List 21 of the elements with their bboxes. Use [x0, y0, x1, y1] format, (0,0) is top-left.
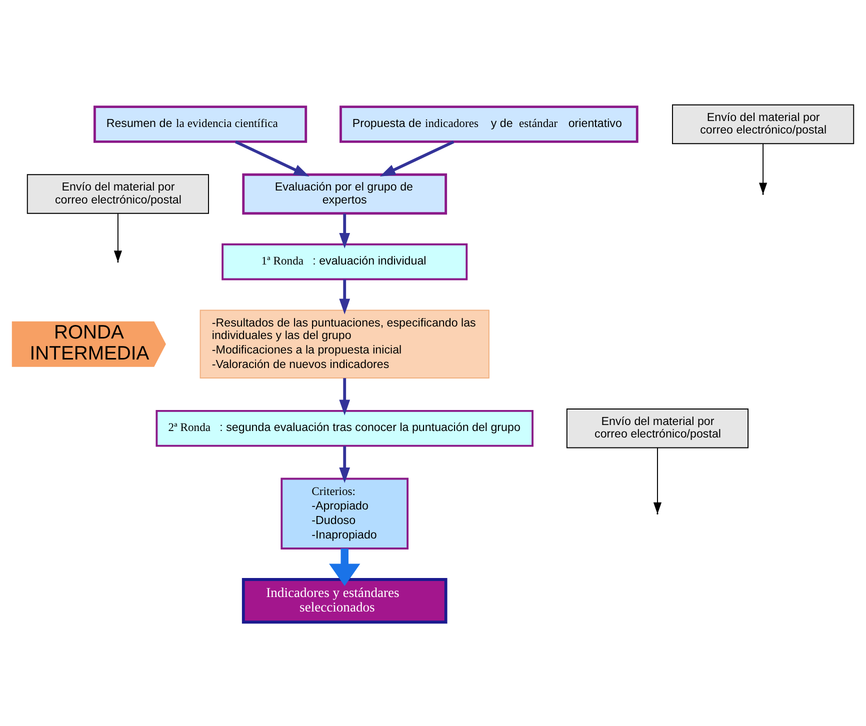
- arrow: [758, 142, 768, 194]
- arrow: [339, 446, 350, 483]
- node-box: Indicadores y estándares seleccionados: [242, 578, 448, 624]
- arrow: [339, 278, 350, 314]
- node-box: Envío del material por correo electrónico/postal: [672, 104, 854, 144]
- arrow: [114, 212, 122, 262]
- node-box: -Resultados de las puntuaciones, especificando las individuales y las del grupo -Modificaciones a la propuesta inicial -Valoración de nuevos indicadores: [200, 309, 490, 378]
- node-box: 1ª Ronda: evaluación individual: [222, 242, 468, 280]
- node-box: Evaluación por el grupo de expertos: [242, 172, 448, 214]
- node-box: Criterios: -Apropiado -Dudoso -Inapropiado: [280, 477, 409, 549]
- node-box: Envío del material por correo electrónico/postal: [566, 408, 749, 448]
- arrow: [329, 548, 360, 586]
- arrow: [653, 446, 662, 514]
- node-box: Envío del material por correo electrónico/postal: [26, 174, 209, 214]
- arrow: [234, 140, 310, 176]
- arrow: [339, 213, 350, 248]
- node-box: 2ª Ronda: segunda evaluación tras conocer la puntuación del grupo: [156, 410, 534, 446]
- arrow: [339, 378, 350, 415]
- arrow: [380, 140, 454, 176]
- node-box: Resumen de la evidencia científica: [94, 105, 308, 142]
- node-box: Propuesta de indicadores y de estándar orientativo: [340, 105, 638, 142]
